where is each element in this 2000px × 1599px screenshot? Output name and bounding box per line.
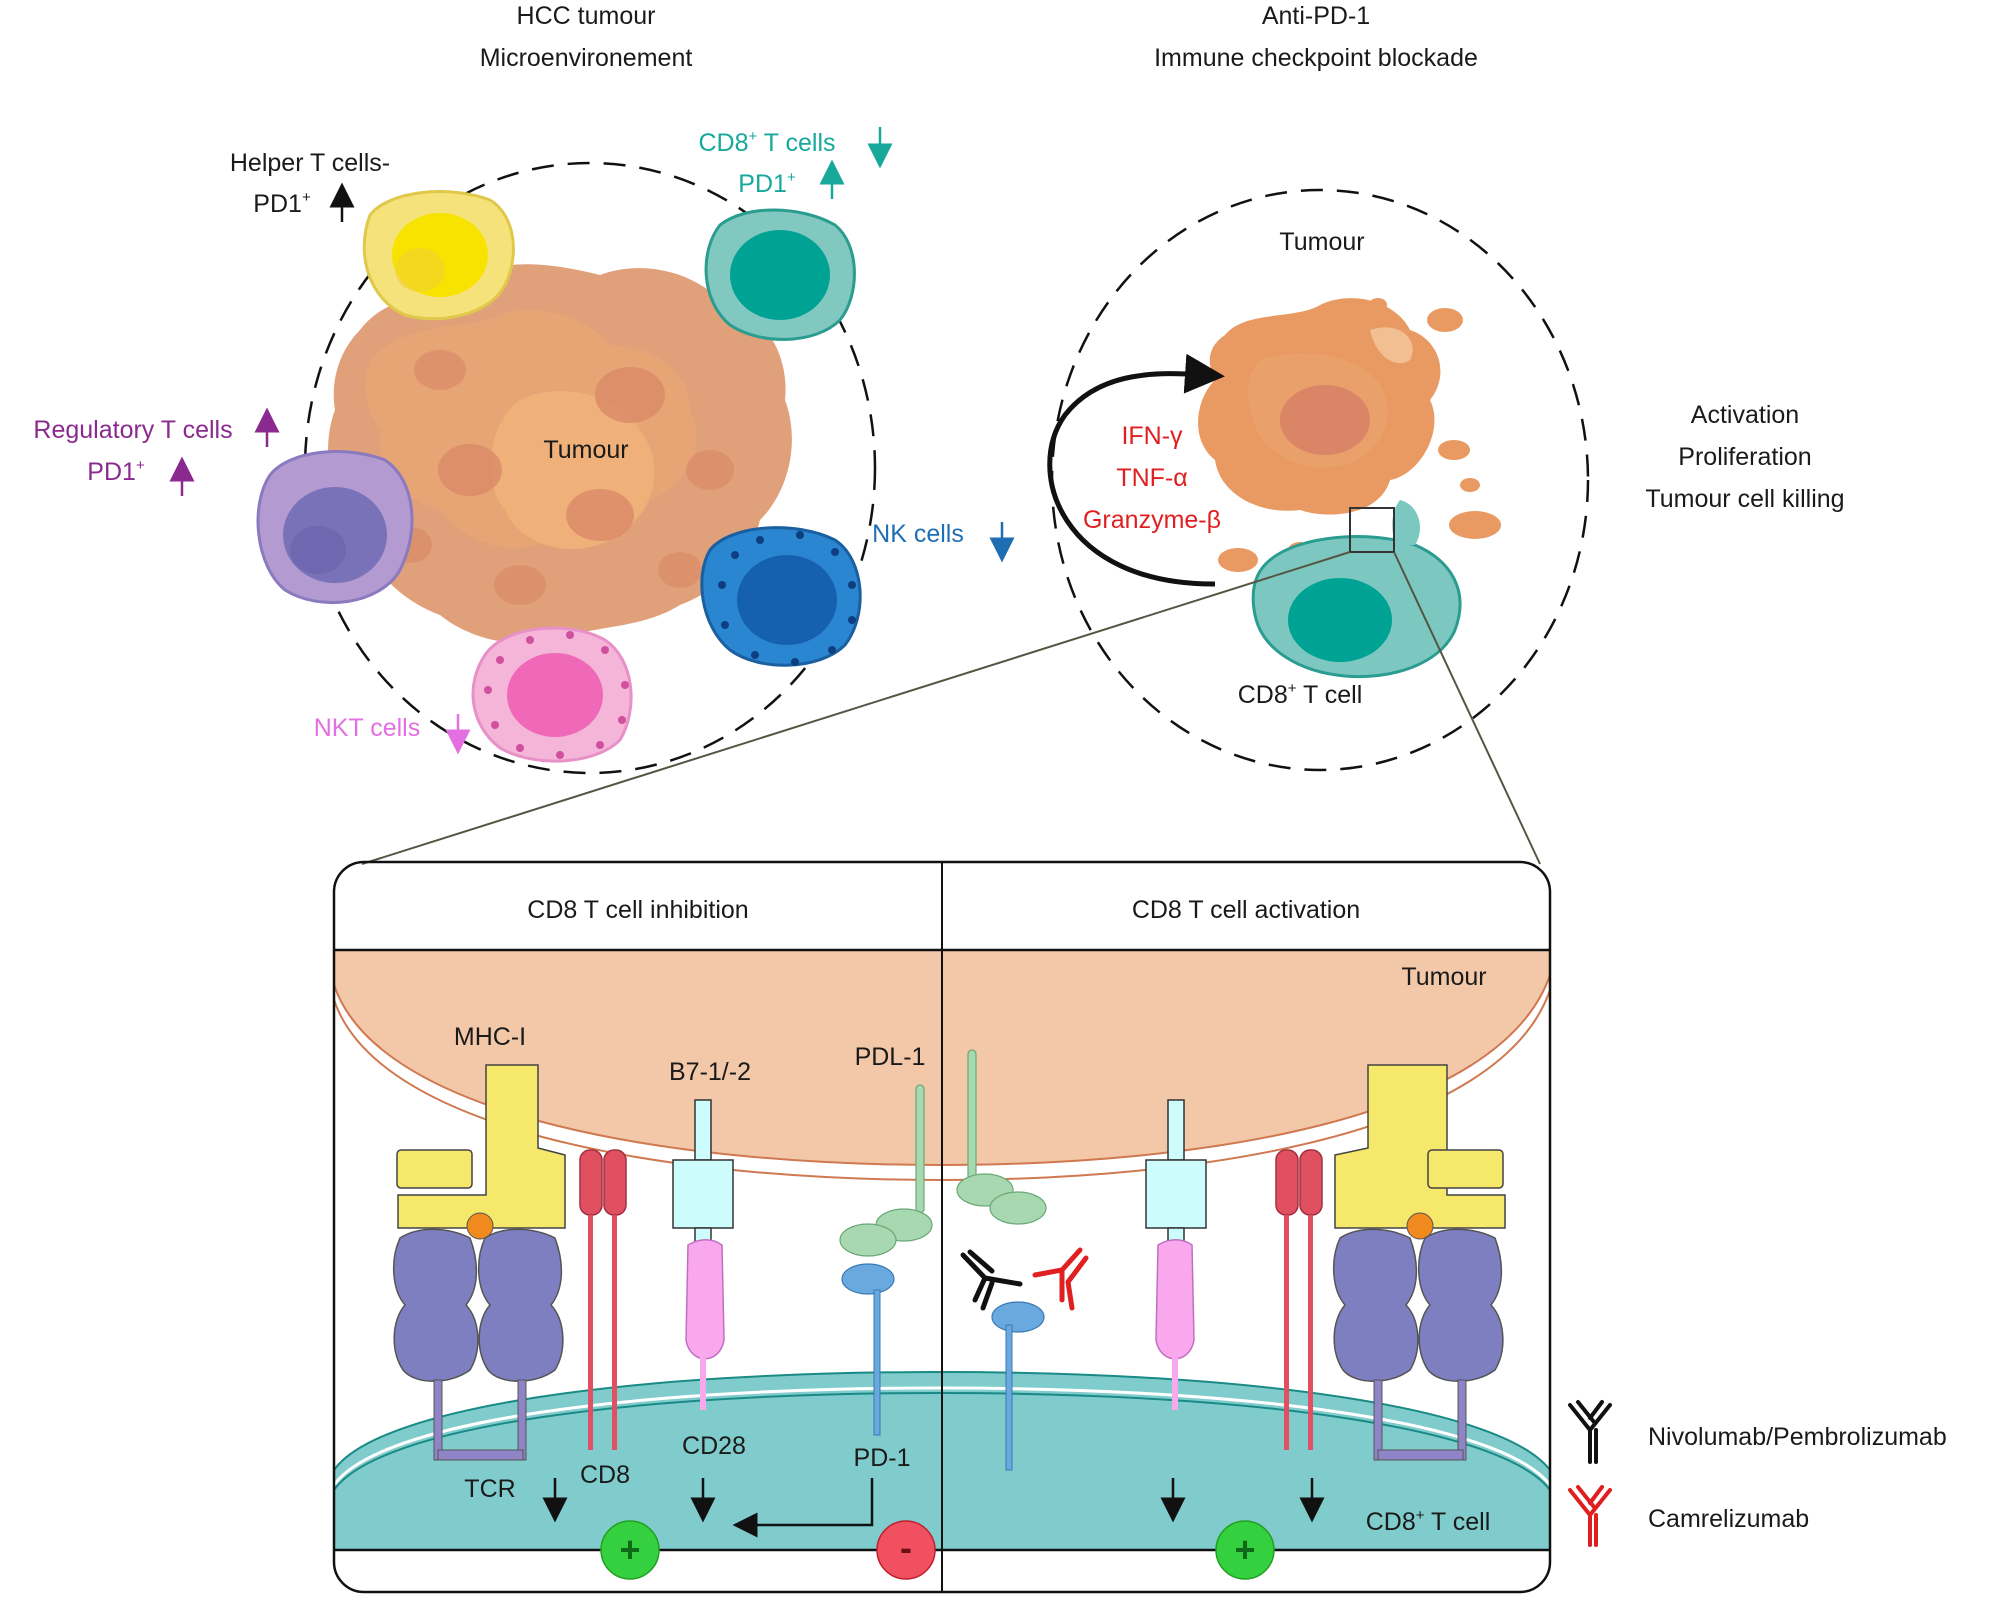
header-inhibition: CD8 T cell inhibition <box>527 896 748 924</box>
cytokine-cycle-arrow <box>1047 353 1225 587</box>
treg-label-line2: PD1+ <box>87 457 145 486</box>
left-tumour-label: Tumour <box>543 436 628 464</box>
label-b7: B7-1/-2 <box>669 1058 751 1086</box>
cd8-coreceptor-left <box>579 1149 627 1450</box>
pdl1-pd1-left <box>839 1084 933 1436</box>
mhc-tcr-complex-right <box>1332 1064 1506 1461</box>
regulatory-t-cell <box>256 450 414 604</box>
cd8-coreceptor-right <box>1275 1149 1323 1450</box>
legend: Nivolumab/Pembrolizumab Camrelizumab <box>1568 1400 1947 1547</box>
label-cd8-tcell: CD8+ T cell <box>1366 1507 1491 1536</box>
b7-cd28-left <box>672 1099 734 1410</box>
legend-antibody-camrelizumab-icon <box>1568 1485 1612 1547</box>
legend-camrelizumab-label: Camrelizumab <box>1648 1505 1809 1533</box>
cd8-label-line1: CD8+ T cells <box>698 128 835 157</box>
tumour-mass: Tumour <box>328 264 792 644</box>
nk-label: NK cells <box>872 520 964 548</box>
minus-sign-text: - <box>900 1527 912 1568</box>
hcc-microenvironment-panel: HCC tumour Microenvironement Tumour Help… <box>33 2 1015 775</box>
right-tumour-label: Tumour <box>1279 228 1364 256</box>
cytokine-granzyme: Granzyme-β <box>1083 506 1221 534</box>
effect-killing: Tumour cell killing <box>1645 485 1844 513</box>
right-cd8-cell-label: CD8+ T cell <box>1238 680 1363 709</box>
b7-cd28-right <box>1145 1099 1207 1410</box>
effect-proliferation: Proliferation <box>1678 443 1811 471</box>
treg-label-line1: Regulatory T cells <box>33 416 232 444</box>
helper-t-label-line1: Helper T cells- <box>230 149 390 177</box>
plus-sign-left <box>600 1520 660 1580</box>
plus-sign-left-text: + <box>619 1529 640 1570</box>
effect-activation: Activation <box>1691 401 1799 429</box>
label-pdl1: PDL-1 <box>855 1043 926 1071</box>
anti-pd1-panel: Anti-PD-1 Immune checkpoint blockade Tum… <box>1047 2 1845 772</box>
zoom-line-left <box>361 551 1351 865</box>
bottom-tumour-label: Tumour <box>1401 963 1486 991</box>
helper-t-cell <box>362 190 515 321</box>
cd8-t-cell-right <box>1251 500 1462 679</box>
legend-nivolumab-label: Nivolumab/Pembrolizumab <box>1648 1423 1947 1451</box>
right-title-line1: Anti-PD-1 <box>1262 2 1370 30</box>
header-activation: CD8 T cell activation <box>1132 896 1360 924</box>
label-pd1: PD-1 <box>854 1444 911 1472</box>
helper-t-label-line2: PD1+ <box>253 189 311 218</box>
camrelizumab-antibody-bound <box>1032 1247 1089 1311</box>
left-title-line2: Microenvironement <box>480 44 693 72</box>
left-title-line1: HCC tumour <box>517 2 656 30</box>
microenvironment-boundary <box>303 161 877 775</box>
right-title-line2: Immune checkpoint blockade <box>1154 44 1478 72</box>
cytokine-ifn: IFN-γ <box>1121 422 1183 450</box>
plus-sign-right <box>1215 1520 1275 1580</box>
nkt-label: NKT cells <box>314 714 421 742</box>
plus-sign-right-text: + <box>1234 1529 1255 1570</box>
label-cd28: CD28 <box>682 1432 746 1460</box>
nk-cell <box>700 526 862 667</box>
legend-antibody-nivolumab-icon <box>1568 1400 1612 1464</box>
pdl1-blocked-right <box>956 1049 1047 1471</box>
zoom-line-right <box>1393 551 1541 865</box>
pd1-inhibit-arrow <box>732 1478 874 1538</box>
zoom-box <box>1349 507 1395 553</box>
label-mhc: MHC-I <box>454 1023 526 1051</box>
label-tcr: TCR <box>464 1475 515 1503</box>
cytokine-tnf: TNF-α <box>1116 464 1187 492</box>
cd8-t-cell-left <box>704 208 856 341</box>
mhc-tcr-complex-left <box>392 1064 566 1461</box>
nivolumab-antibody-bound <box>960 1249 1023 1311</box>
minus-sign <box>876 1520 936 1580</box>
mechanism-panel: CD8 T cell inhibition CD8 T cell activat… <box>332 860 1552 1594</box>
label-cd8: CD8 <box>580 1461 630 1489</box>
nkt-cell <box>471 626 633 763</box>
dying-tumour-cell <box>1198 298 1501 572</box>
cd8-label-line2: PD1+ <box>738 169 796 198</box>
